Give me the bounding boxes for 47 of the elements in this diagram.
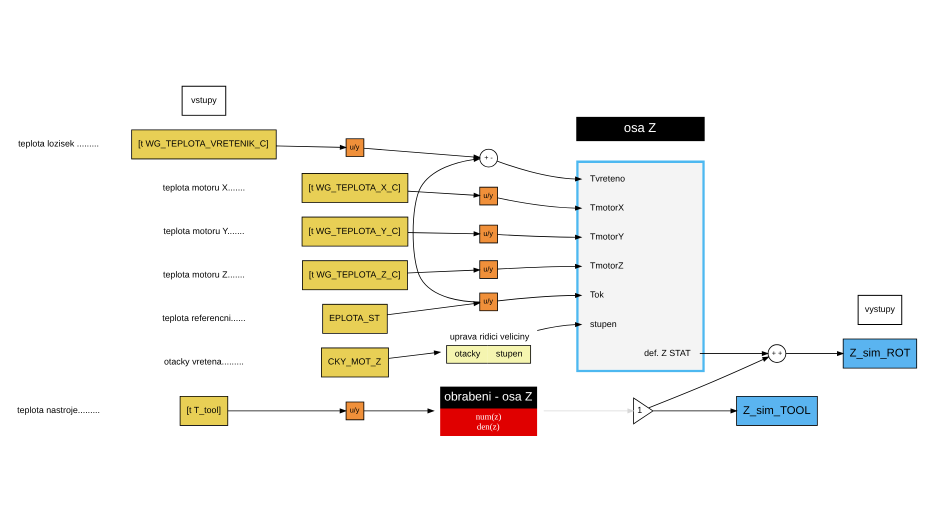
- node-box: u/y: [479, 224, 498, 244]
- arrow: [496, 160, 582, 182]
- arrow: [497, 198, 582, 211]
- node-box: u/y: [346, 402, 364, 420]
- arrow: [227, 408, 347, 414]
- arrow: [388, 350, 442, 359]
- arrow: [407, 268, 481, 274]
- node-box: Z_sim_TOOL: [736, 396, 818, 426]
- node-box: u/y: [479, 292, 498, 312]
- arrow: [786, 351, 844, 356]
- node-box: CKY_MOT_Z: [321, 348, 389, 378]
- node-box: u/y: [346, 138, 364, 157]
- arrow: [276, 144, 348, 150]
- arrow: [408, 190, 481, 198]
- node-circle: + -: [479, 148, 498, 168]
- node-box: [t T_tool]: [180, 396, 228, 426]
- arrow: [652, 408, 738, 414]
- node-circle: + +: [768, 344, 786, 363]
- node-box: [t WG_TEPLOTA_Y_C]: [302, 216, 408, 247]
- node-box: [t WG_TEPLOTA_Z_C]: [302, 260, 408, 290]
- label: vstupy: [191, 95, 217, 106]
- arrow: [648, 356, 770, 408]
- node-box: [t WG_TEPLOTA_VRETENIK_C]: [131, 129, 277, 160]
- label: teplota nastroje.........: [17, 405, 100, 416]
- node-box: EPLOTA_ST: [322, 304, 388, 334]
- arrow: [497, 234, 582, 240]
- arrow: [543, 408, 635, 414]
- arrow: [412, 156, 481, 302]
- arrow: [408, 231, 481, 236]
- arrow: [536, 322, 582, 331]
- node-box: Z_sim_ROT: [842, 338, 918, 368]
- arrow: [364, 408, 435, 414]
- arrow: [497, 292, 582, 302]
- label: teplota motoru Z.......: [162, 269, 245, 280]
- label: otacky vretena.........: [164, 356, 244, 367]
- arrow: [699, 351, 770, 356]
- arrow: [387, 301, 481, 316]
- label: teplota motoru X.......: [162, 182, 246, 192]
- label: vystupy: [864, 304, 895, 314]
- label: teplota motoru Y.......: [163, 226, 244, 236]
- arrow: [497, 264, 582, 270]
- node-box: [t WG_TEPLOTA_X_C]: [302, 173, 408, 203]
- label: teplota lozisek .........: [18, 138, 100, 149]
- node-box: u/y: [479, 186, 498, 206]
- node-box: u/y: [479, 260, 498, 279]
- label: teplota referencni......: [162, 313, 246, 324]
- node-label: uprava ridici veliciny: [450, 332, 530, 342]
